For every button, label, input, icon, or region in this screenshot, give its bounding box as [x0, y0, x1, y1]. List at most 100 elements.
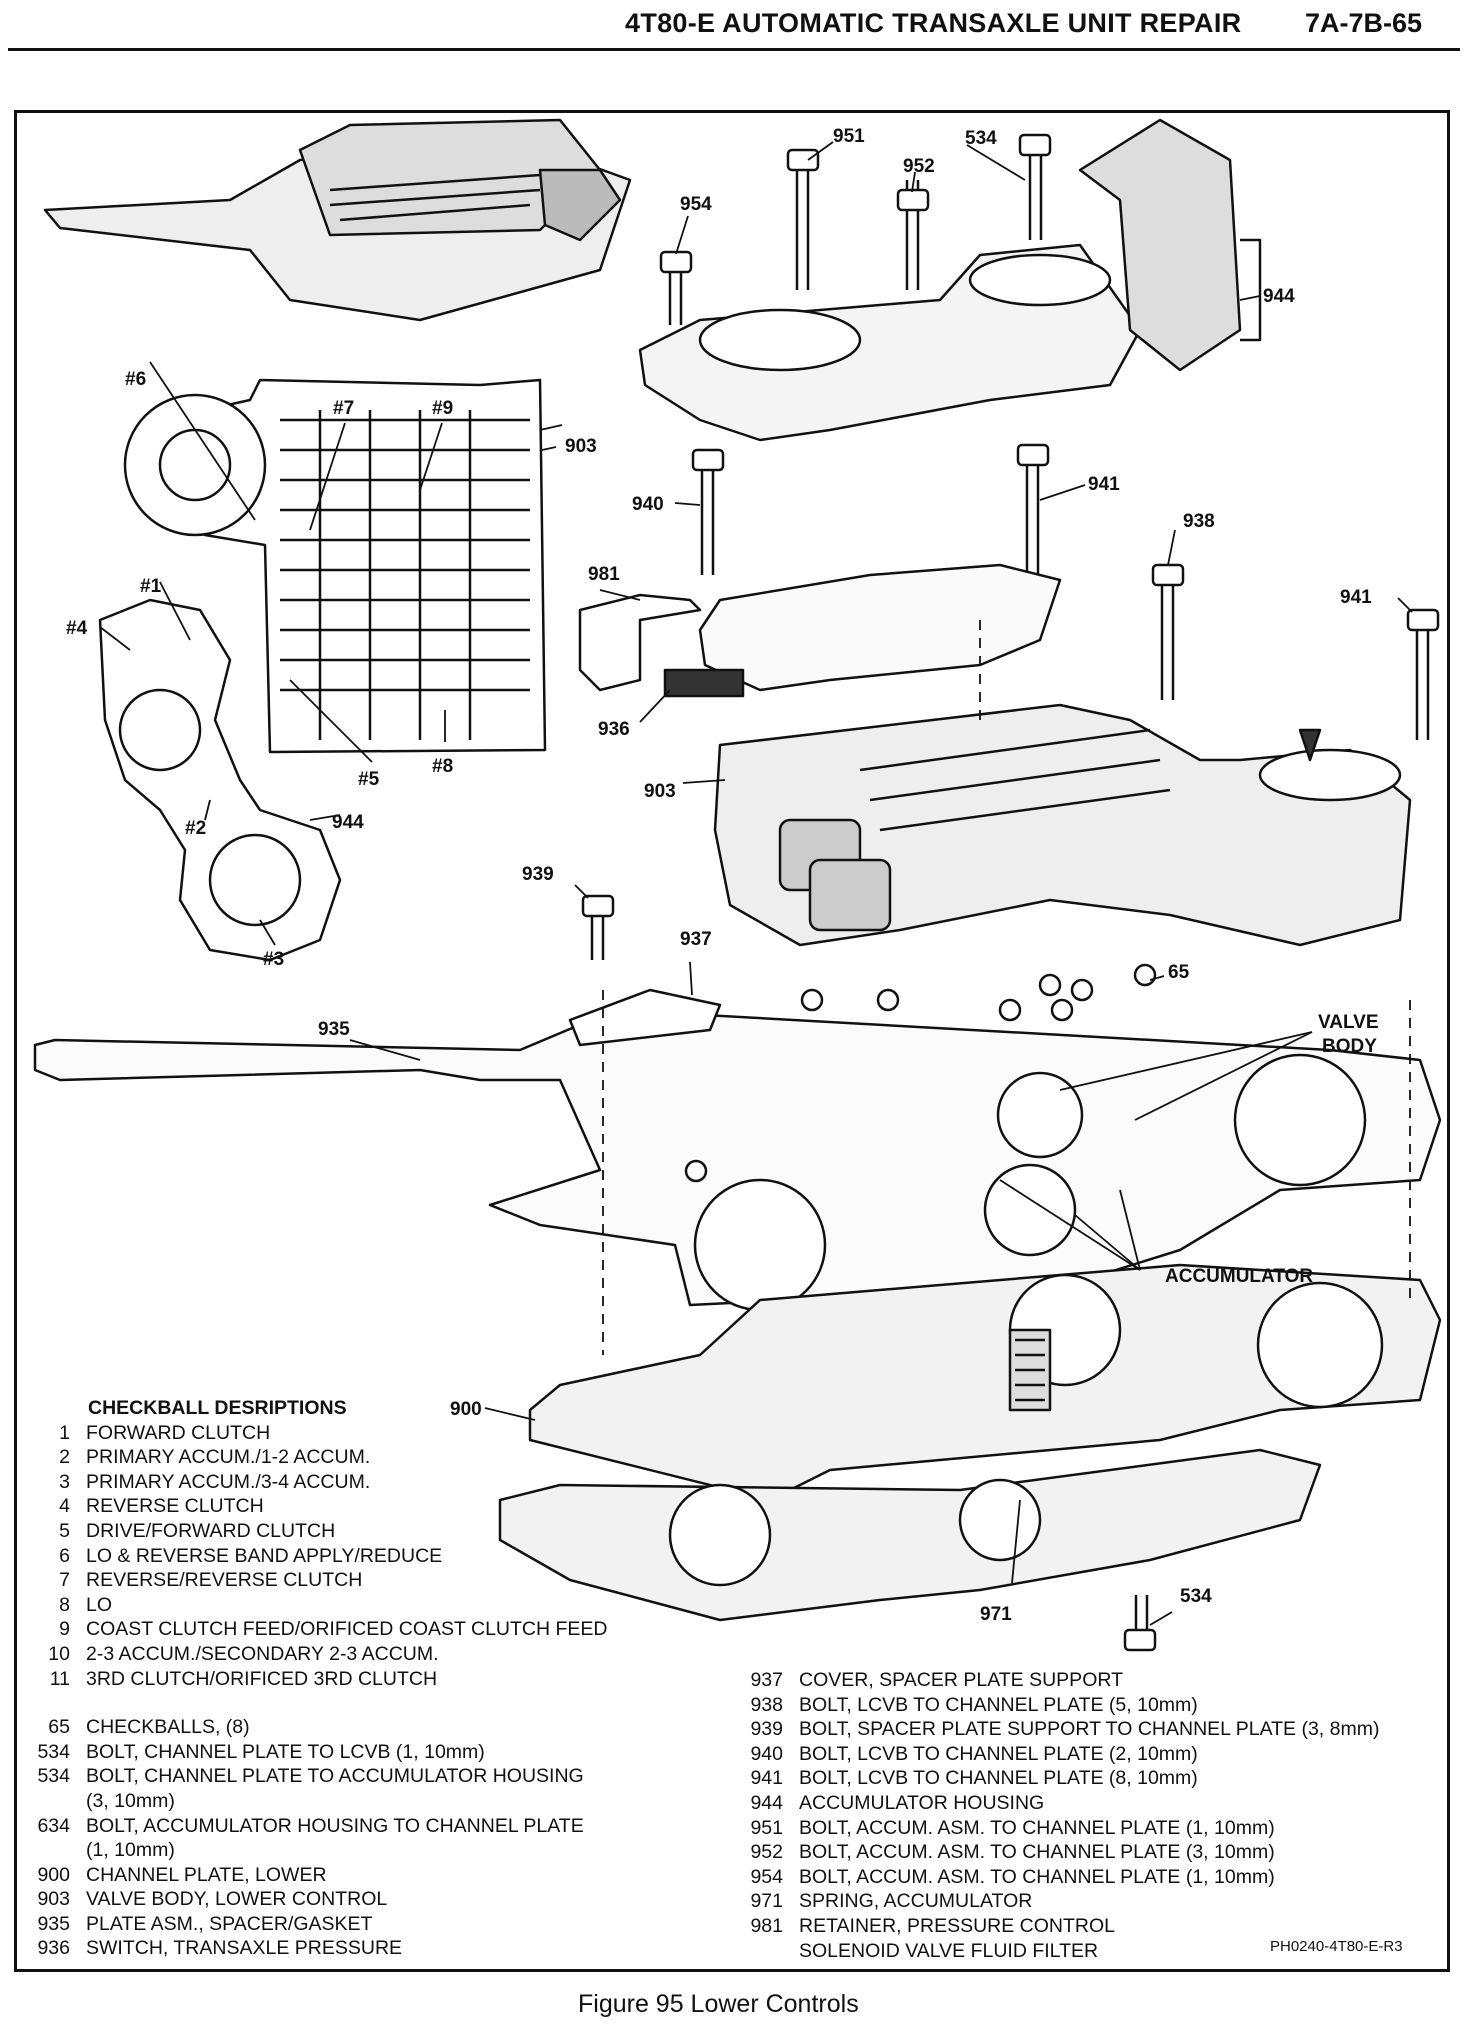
callout-954: 954: [680, 194, 712, 215]
header-title: 4T80-E AUTOMATIC TRANSAXLE UNIT REPAIR: [625, 8, 1242, 38]
legend-gap: [22, 1691, 702, 1715]
callout-checkball-4: #4: [66, 618, 88, 639]
item-description: BOLT, ACCUMULATOR HOUSING TO CHANNEL PLA…: [86, 1814, 584, 1837]
item-number: 936: [37, 1937, 70, 1960]
item-description: BOLT, LCVB TO CHANNEL PLATE (5, 10mm): [799, 1693, 1198, 1716]
item-number: 939: [750, 1718, 783, 1741]
part-row: 939 BOLT, SPACER PLATE SUPPORT TO CHANNEL…: [735, 1717, 1455, 1742]
item-number: 8: [59, 1593, 70, 1616]
label-accumulator: ACCUMULATOR: [1165, 1266, 1313, 1287]
callout-938: 938: [1183, 511, 1215, 532]
item-description: BOLT, LCVB TO CHANNEL PLATE (8, 10mm): [799, 1767, 1198, 1790]
plate-hole: [693, 1178, 827, 1312]
header-page-number: 7A-7B-65: [1305, 8, 1423, 38]
item-number: 634: [37, 1814, 70, 1837]
channel-plate: [498, 1263, 1442, 1622]
figure-reference-code: PH0240-4T80-E-R3: [1270, 1938, 1403, 1955]
item-description: RETAINER, PRESSURE CONTROL: [799, 1914, 1116, 1937]
item-description: REVERSE/REVERSE CLUTCH: [86, 1569, 363, 1592]
callout-981: 981: [588, 564, 620, 585]
part-row: 936 SWITCH, TRANSAXLE PRESSURE: [22, 1936, 702, 1961]
gasket-hole: [208, 833, 302, 927]
item-description: BOLT, ACCUM. ASM. TO CHANNEL PLATE (1, 1…: [799, 1816, 1275, 1839]
item-description: REVERSE CLUTCH: [86, 1495, 264, 1518]
assembled-view-thumbnail: [43, 118, 632, 322]
filter-retainer: [578, 593, 702, 692]
item-number: 65: [48, 1716, 70, 1739]
part-row: 941 BOLT, LCVB TO CHANNEL PLATE (8, 10mm): [735, 1766, 1455, 1791]
callout-903-mid: 903: [644, 781, 676, 802]
item-description: PLATE ASM., SPACER/GASKET: [86, 1912, 373, 1935]
callout-checkball-9: #9: [432, 398, 453, 419]
item-number: 9: [59, 1618, 70, 1641]
lower-valve-body-layout: [123, 378, 547, 754]
item-number: 7: [59, 1569, 70, 1592]
figure-caption: Figure 95 Lower Controls: [578, 1990, 859, 2018]
plate-hole: [1233, 1053, 1367, 1187]
callout-971: 971: [980, 1604, 1012, 1625]
callout-534-bottom: 534: [1180, 1586, 1212, 1607]
callout-952: 952: [903, 156, 935, 177]
callout-labels: 951 534 952 954 944 903 941 940 938 941 …: [66, 126, 1379, 1625]
item-description-continued: (3, 10mm): [86, 1789, 175, 1812]
item-description: DRIVE/FORWARD CLUTCH: [86, 1519, 336, 1542]
item-number: 944: [750, 1791, 783, 1814]
item-number: 534: [37, 1765, 70, 1788]
leader-lines: [99, 141, 1413, 1626]
item-description: SWITCH, TRANSAXLE PRESSURE: [86, 1937, 403, 1960]
callout-941-mid: 941: [1088, 474, 1120, 495]
callout-65: 65: [1168, 962, 1190, 983]
item-number: 10: [48, 1642, 70, 1665]
label-body: BODY: [1322, 1036, 1377, 1057]
item-description: VALVE BODY, LOWER CONTROL: [86, 1888, 388, 1911]
label-valve: VALVE: [1318, 1012, 1379, 1033]
part-row: 634 BOLT, ACCUMULATOR HOUSING TO CHANNEL …: [22, 1814, 702, 1839]
callout-944-top: 944: [1263, 286, 1295, 307]
callout-checkball-5: #5: [358, 769, 380, 790]
item-description: BOLT, CHANNEL PLATE TO LCVB (1, 10mm): [86, 1740, 485, 1763]
callout-940: 940: [632, 494, 664, 515]
plate-hole: [996, 1071, 1084, 1159]
header-rule: [8, 48, 1460, 51]
alignment-guides: [602, 620, 1411, 1355]
item-number: 951: [750, 1816, 783, 1839]
item-description: BOLT, LCVB TO CHANNEL PLATE (2, 10mm): [799, 1742, 1198, 1765]
gasket-hole: [118, 688, 202, 772]
item-description: COAST CLUTCH FEED/ORIFICED COAST CLUTCH …: [86, 1618, 608, 1641]
callout-534-top: 534: [965, 128, 997, 149]
callout-checkball-6: #6: [125, 369, 146, 390]
part-row: 903 VALVE BODY, LOWER CONTROL: [22, 1887, 702, 1912]
item-description-continued: (1, 10mm): [86, 1839, 175, 1862]
item-number: 903: [37, 1888, 70, 1911]
callout-checkball-2: #2: [185, 818, 206, 839]
checkball-row: 7 REVERSE/REVERSE CLUTCH: [22, 1568, 702, 1593]
item-description: BOLT, ACCUM. ASM. TO CHANNEL PLATE (1, 1…: [799, 1865, 1275, 1888]
item-description: CHECKBALLS, (8): [86, 1716, 250, 1739]
callout-936: 936: [598, 719, 630, 740]
callout-checkball-7: #7: [333, 398, 354, 419]
item-number: 938: [750, 1693, 783, 1716]
item-description: SPRING, ACCUMULATOR: [799, 1890, 1033, 1913]
legend-heading: CHECKBALL DESRIPTIONS: [88, 1397, 347, 1419]
item-number: 534: [37, 1740, 70, 1763]
item-number: 3: [59, 1470, 70, 1493]
item-number: 941: [750, 1767, 783, 1790]
item-description: BOLT, SPACER PLATE SUPPORT TO CHANNEL PL…: [799, 1718, 1380, 1741]
parts-list-left: 65 CHECKBALLS, (8) 534 BOLT, CHANNEL PLATE …: [22, 1715, 702, 1961]
pressure-switch: [663, 668, 745, 698]
